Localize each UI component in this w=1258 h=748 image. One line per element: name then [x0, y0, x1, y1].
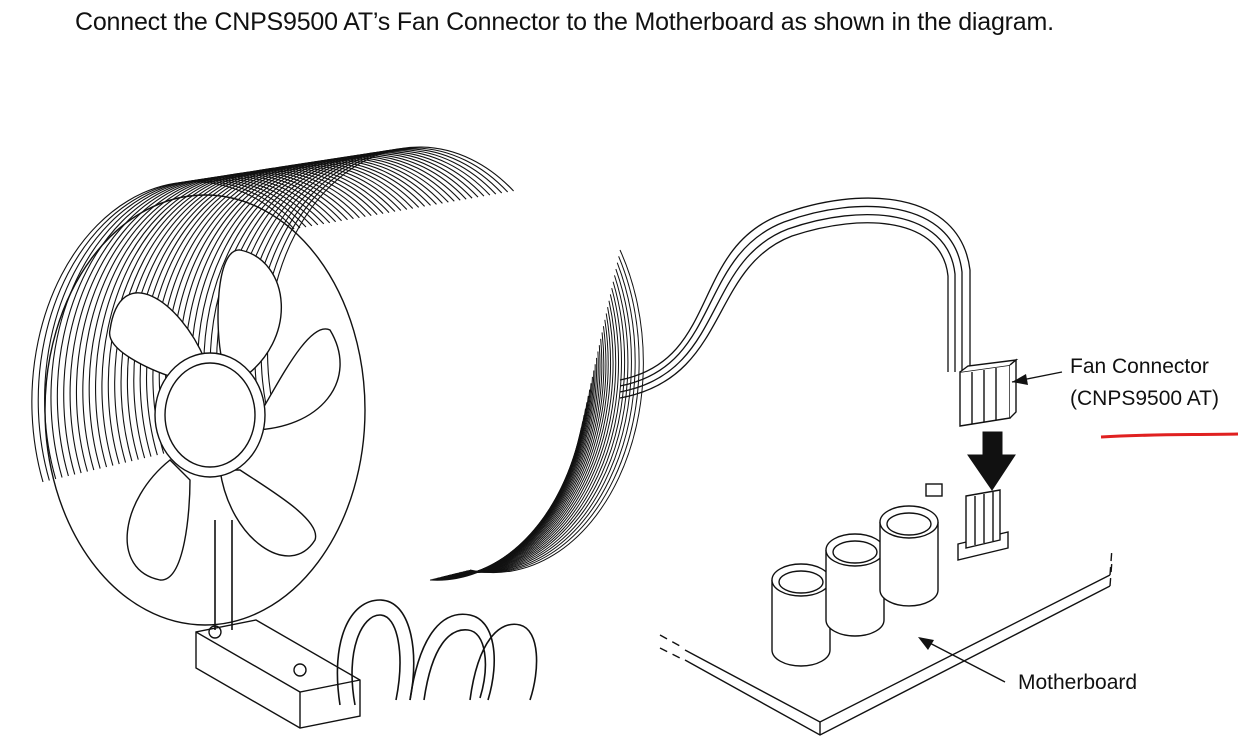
small-component — [925, 483, 943, 497]
heatsink-fin — [56, 177, 319, 477]
fan-connector-label-line2: (CNPS9500 AT) — [1070, 387, 1219, 410]
fan — [44, 194, 366, 626]
capacitor — [771, 563, 831, 667]
motherboard-fan-header — [957, 489, 1009, 561]
heatsink-fin — [75, 174, 337, 472]
cooler-base — [195, 619, 361, 729]
heatsink-fin — [465, 268, 632, 573]
red-underline-annotation — [1100, 432, 1239, 439]
capacitor — [879, 505, 939, 607]
heatsink-fin — [467, 262, 636, 573]
fan-cable — [619, 197, 971, 399]
heatsink-fin — [44, 179, 307, 480]
heat-pipes — [214, 520, 538, 706]
heatsink-fin — [63, 176, 325, 475]
heatsink-fin — [69, 175, 331, 474]
heatsink-fin — [37, 180, 301, 481]
capacitor — [825, 533, 885, 637]
fan-connector — [959, 358, 1019, 427]
motherboard-board — [659, 547, 1113, 736]
heatsink-fin — [458, 300, 617, 574]
heatsink-fin — [82, 173, 342, 471]
capacitors — [771, 483, 943, 667]
heatsink-fin — [429, 433, 581, 581]
fan-connector-label: Fan Connector (CNPS9500 AT) — [1070, 351, 1219, 415]
heatsink-fin — [152, 163, 408, 454]
fan-connector-leader-arrowhead — [1012, 374, 1028, 385]
motherboard-label: Motherboard — [1018, 671, 1138, 694]
fan-connector-label-line1: Fan Connector — [1070, 355, 1209, 378]
heatsink-fin — [31, 181, 295, 483]
heatsink-fin — [50, 178, 313, 478]
heatsink-fin — [461, 287, 622, 574]
heatsink-fin — [469, 249, 644, 574]
cpu-cooler-illustration — [31, 146, 644, 729]
insertion-arrow-icon — [967, 431, 1016, 491]
instruction-text: Connect the CNPS9500 AT’s Fan Connector … — [75, 8, 1054, 36]
heatsink-fin — [460, 294, 620, 574]
heatsink-fin — [463, 281, 626, 573]
heatsink-fin — [464, 275, 629, 573]
motherboard-leader — [919, 637, 1006, 683]
heatsink-fin — [468, 256, 640, 573]
motherboard-leader-arrowhead — [918, 637, 934, 650]
